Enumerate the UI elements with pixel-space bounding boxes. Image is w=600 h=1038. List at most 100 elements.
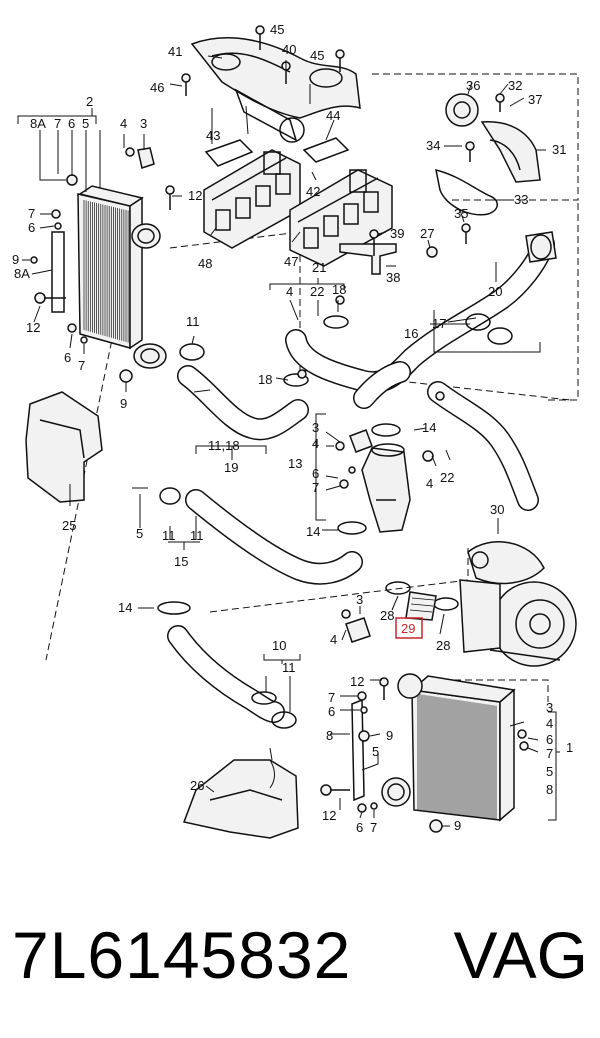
callout-18a: 18 [332,282,346,297]
callout-16: 16 [404,326,418,341]
callout-7f: 7 [546,746,553,761]
callout-11a: 11 [186,314,200,329]
callout-labels: 45 41 40 45 46 36 32 37 2 8A 7 6 5 4 3 4… [12,22,573,835]
highlight-box-29 [395,617,423,639]
callout-19: 19 [224,460,238,475]
sensor-left-top [137,147,155,169]
callout-31: 31 [552,142,566,157]
callout-4b: 4 [286,284,293,299]
callout-1: 1 [566,740,573,755]
callout-6c: 6 [64,350,71,365]
callout-8A-1: 8A [30,116,46,131]
hose-upper-right-outlet [353,361,411,409]
callout-6e: 6 [328,704,335,719]
callout-13: 13 [288,456,302,471]
bracket-38 [339,243,397,275]
callout-14c: 14 [118,600,132,615]
turbocharger [459,541,577,667]
callout-4a: 4 [120,116,127,131]
callout-10: 10 [272,638,286,653]
callout-45b: 45 [310,48,324,63]
callout-25: 25 [62,518,76,533]
callout-7g: 7 [370,820,377,835]
intake-manifold [190,37,361,143]
callout-1118: 11,18 [208,438,240,453]
callout-7d: 7 [312,480,319,495]
callout-36: 36 [466,78,480,93]
callout-7e: 7 [328,690,335,705]
y-pipe-13 [361,443,411,533]
callout-22b: 22 [440,470,454,485]
air-guide-25 [25,391,103,503]
hose-top-right-pipe [525,231,557,263]
fasteners [30,25,529,833]
callout-3a: 3 [140,116,147,131]
intercooler-right [381,673,516,822]
callout-9c: 9 [386,728,393,743]
callout-47: 47 [284,254,298,269]
hose-29 [405,591,437,621]
bracket-8a [51,231,65,313]
callout-12a: 12 [188,188,202,203]
callout-6f: 6 [546,732,553,747]
intake-flange-right [289,169,393,267]
hose-lower-10 [167,625,285,723]
gasket-43 [204,139,254,167]
callout-6d: 6 [312,466,319,481]
callout-5a: 5 [82,116,89,131]
callout-28b: 28 [436,638,450,653]
callout-11d: 11 [282,660,296,675]
callout-17: 17 [432,316,446,331]
callout-4c: 4 [312,436,319,451]
callout-3b: 3 [312,420,319,435]
tube-33 [435,168,498,216]
sensor-lower [345,617,371,643]
callout-8A-2: 8A [14,266,30,281]
leader-lines [17,55,560,827]
callout-21: 21 [312,260,326,275]
hose-clamps [157,313,513,705]
callout-6a: 6 [68,116,75,131]
callout-32: 32 [508,78,522,93]
callout-30: 30 [490,502,504,517]
hose-center-20 [285,233,555,394]
callout-7a: 7 [54,116,61,131]
callout-7c: 7 [78,358,85,373]
air-guide-26 [182,759,299,839]
o-rings [159,343,297,729]
callout-12c: 12 [350,674,364,689]
callout-5b: 5 [136,526,143,541]
callout-38: 38 [386,270,400,285]
callout-41: 41 [168,44,182,59]
callout-14a: 14 [422,420,436,435]
hose-left-lower [185,489,363,585]
callout-8b: 8 [546,782,553,797]
callout-5c: 5 [372,744,379,759]
throttle-body [445,93,541,183]
callout-39: 39 [390,226,404,241]
callout-15: 15 [174,554,188,569]
callout-6g: 6 [356,820,363,835]
callout-26: 26 [190,778,204,793]
intercooler-left [77,185,167,369]
callout-28a: 28 [380,608,394,623]
callout-45a: 45 [270,22,284,37]
callout-27: 27 [420,226,434,241]
callout-34: 34 [426,138,440,153]
callout-48: 48 [198,256,212,271]
callout-35: 35 [454,206,468,221]
callout-11b: 11 [162,528,176,543]
callout-2: 2 [86,94,93,109]
callout-9a: 9 [12,252,19,267]
callout-33: 33 [514,192,528,207]
sensor-mid [349,429,373,453]
callout-43: 43 [206,128,220,143]
callout-9d: 9 [454,818,461,833]
callout-20: 20 [488,284,502,299]
bracket-8 [351,698,365,802]
callout-4f: 4 [546,716,553,731]
callout-46: 46 [150,80,164,95]
manufacturer-name: VAG [453,918,588,992]
callout-9b: 9 [120,396,127,411]
callout-3d: 3 [546,700,553,715]
